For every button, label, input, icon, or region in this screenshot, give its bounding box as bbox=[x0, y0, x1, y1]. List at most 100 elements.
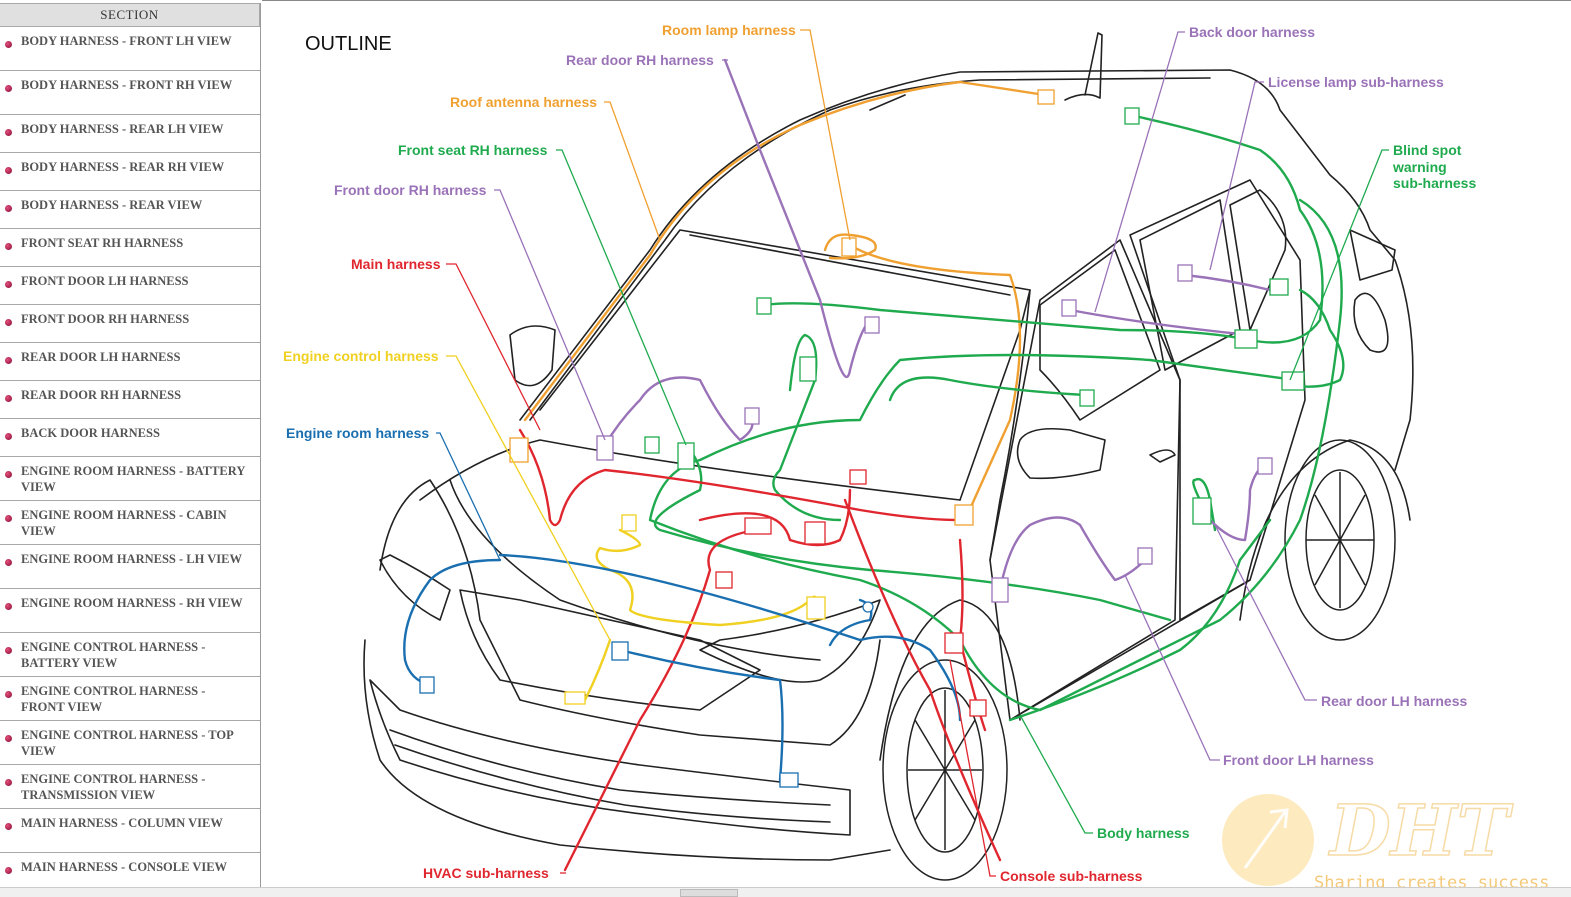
front-door-rh-route bbox=[603, 376, 754, 447]
section-item[interactable]: ENGINE CONTROL HARNESS - BATTERY VIEW bbox=[0, 633, 260, 677]
license-route bbox=[1183, 273, 1272, 292]
leader-license bbox=[1209, 81, 1264, 271]
connector-room-lamp bbox=[841, 237, 857, 257]
blind-spot-route bbox=[1288, 288, 1345, 388]
section-item[interactable]: MAIN HARNESS - COLUMN VIEW bbox=[0, 809, 260, 853]
room-lamp-route bbox=[848, 243, 1022, 522]
section-item[interactable]: FRONT SEAT RH HARNESS bbox=[0, 229, 260, 267]
rear-wheel bbox=[1284, 439, 1396, 641]
section-item-label: FRONT DOOR LH HARNESS bbox=[21, 274, 189, 288]
engine-control-route bbox=[595, 528, 817, 627]
grille-upper bbox=[459, 589, 761, 711]
bullet-icon bbox=[5, 559, 12, 566]
section-item-label: FRONT SEAT RH HARNESS bbox=[21, 236, 184, 250]
bullet-icon bbox=[5, 603, 12, 610]
bullet-icon bbox=[5, 319, 12, 326]
connector-blind-1 bbox=[1269, 278, 1289, 296]
label-body: Body harness bbox=[1097, 825, 1190, 841]
label-blind-spot-line1: Blind spot bbox=[1393, 142, 1462, 158]
section-item-label: ENGINE CONTROL HARNESS - BATTERY VIEW bbox=[21, 640, 206, 670]
section-item[interactable]: MAIN HARNESS - CONSOLE VIEW bbox=[0, 853, 260, 887]
quarter-window bbox=[1229, 189, 1287, 331]
connector-body-rear bbox=[1079, 389, 1095, 407]
section-item[interactable]: ENGINE CONTROL HARNESS - TRANSMISSION VI… bbox=[0, 765, 260, 809]
bullet-icon bbox=[5, 243, 12, 250]
watermark-slogan: Sharing creates success bbox=[1314, 873, 1549, 890]
diagram-title: OUTLINE bbox=[305, 33, 392, 55]
section-item-label: BODY HARNESS - REAR RH VIEW bbox=[21, 160, 225, 174]
section-item[interactable]: ENGINE CONTROL HARNESS - TOP VIEW bbox=[0, 721, 260, 765]
section-item[interactable]: BODY HARNESS - FRONT RH VIEW bbox=[0, 71, 260, 115]
label-back-door: Back door harness bbox=[1189, 24, 1315, 40]
body-sill-route bbox=[1008, 518, 1272, 722]
front-door-rh bbox=[989, 239, 1181, 721]
leader-blind-spot bbox=[1289, 149, 1389, 381]
section-item[interactable]: FRONT DOOR RH HARNESS bbox=[0, 305, 260, 343]
front-wheel-spokes bbox=[908, 690, 982, 850]
door-handle-front bbox=[1149, 449, 1176, 463]
section-item-label: BODY HARNESS - FRONT RH VIEW bbox=[21, 78, 233, 92]
connector-eroom-1 bbox=[419, 676, 435, 694]
connector-front-seat-a bbox=[644, 436, 660, 454]
bullet-icon bbox=[5, 735, 12, 742]
section-item-label: ENGINE CONTROL HARNESS - FRONT VIEW bbox=[21, 684, 206, 714]
leader-engine-room bbox=[436, 432, 501, 561]
connector-front-door-lh-b bbox=[1137, 547, 1153, 565]
section-item-label: MAIN HARNESS - CONSOLE VIEW bbox=[21, 860, 228, 874]
section-list: BODY HARNESS - FRONT LH VIEW BODY HARNESS… bbox=[0, 27, 260, 887]
section-item[interactable]: BODY HARNESS - REAR RH VIEW bbox=[0, 153, 260, 191]
connector-seat-1 bbox=[756, 297, 772, 315]
hvac-route bbox=[563, 528, 757, 872]
leader-roof-antenna bbox=[604, 101, 661, 241]
leader-console bbox=[949, 659, 996, 877]
engine-room-route bbox=[403, 558, 502, 687]
connector-license bbox=[1177, 264, 1193, 282]
leader-front-door-lh bbox=[1124, 574, 1220, 761]
front-wheel bbox=[882, 659, 1008, 881]
bullet-icon bbox=[5, 281, 12, 288]
label-hvac-sub: HVAC sub-harness bbox=[423, 865, 549, 881]
connector-body-sill bbox=[1234, 329, 1258, 349]
section-item[interactable]: ENGINE CONTROL HARNESS - FRONT VIEW bbox=[0, 677, 260, 721]
label-front-door-lh: Front door LH harness bbox=[1223, 752, 1374, 768]
connector-ecm-2 bbox=[806, 596, 826, 620]
section-item[interactable]: ENGINE ROOM HARNESS - BATTERY VIEW bbox=[0, 457, 260, 501]
section-item[interactable]: BODY HARNESS - FRONT LH VIEW bbox=[0, 27, 260, 71]
leader-body bbox=[1019, 714, 1093, 834]
main-harness-route bbox=[518, 428, 962, 527]
section-item[interactable]: REAR DOOR RH HARNESS bbox=[0, 381, 260, 419]
section-item[interactable]: ENGINE ROOM HARNESS - CABIN VIEW bbox=[0, 501, 260, 545]
rear-door-rh bbox=[1129, 179, 1306, 621]
bullet-icon bbox=[5, 85, 12, 92]
wiring-outline-diagram: OUTLINE bbox=[283, 22, 1549, 890]
connector-seat-2 bbox=[799, 356, 817, 382]
bullet-icon bbox=[5, 515, 12, 522]
engine-room-lower bbox=[618, 648, 784, 782]
hood-line bbox=[449, 479, 821, 661]
section-item[interactable]: BACK DOOR HARNESS bbox=[0, 419, 260, 457]
label-front-seat-rh: Front seat RH harness bbox=[398, 142, 548, 158]
label-blind-spot-line3: sub-harness bbox=[1393, 175, 1476, 191]
section-item[interactable]: ENGINE ROOM HARNESS - RH VIEW bbox=[0, 589, 260, 633]
front-door-lh-route bbox=[998, 516, 1147, 592]
label-roof-antenna: Roof antenna harness bbox=[450, 94, 597, 110]
section-item[interactable]: BODY HARNESS - REAR VIEW bbox=[0, 191, 260, 229]
connectors bbox=[419, 89, 1305, 788]
front-door-window bbox=[1039, 249, 1161, 421]
section-item-label: BODY HARNESS - FRONT LH VIEW bbox=[21, 34, 232, 48]
bullet-icon bbox=[5, 41, 12, 48]
section-item-label: FRONT DOOR RH HARNESS bbox=[21, 312, 190, 326]
section-item[interactable]: ENGINE ROOM HARNESS - LH VIEW bbox=[0, 545, 260, 589]
horizontal-scrollbar[interactable] bbox=[0, 887, 1571, 897]
front-seat-loop bbox=[772, 333, 842, 522]
top-divider bbox=[262, 0, 1571, 1]
section-item[interactable]: BODY HARNESS - REAR LH VIEW bbox=[0, 115, 260, 153]
section-item-label: ENGINE ROOM HARNESS - RH VIEW bbox=[21, 596, 243, 610]
rear-door-lh-route bbox=[1208, 463, 1267, 542]
section-item[interactable]: FRONT DOOR LH HARNESS bbox=[0, 267, 260, 305]
section-item-label: ENGINE ROOM HARNESS - LH VIEW bbox=[21, 552, 242, 566]
wheels bbox=[882, 439, 1396, 881]
section-item[interactable]: REAR DOOR LH HARNESS bbox=[0, 343, 260, 381]
label-engine-control: Engine control harness bbox=[283, 348, 439, 364]
